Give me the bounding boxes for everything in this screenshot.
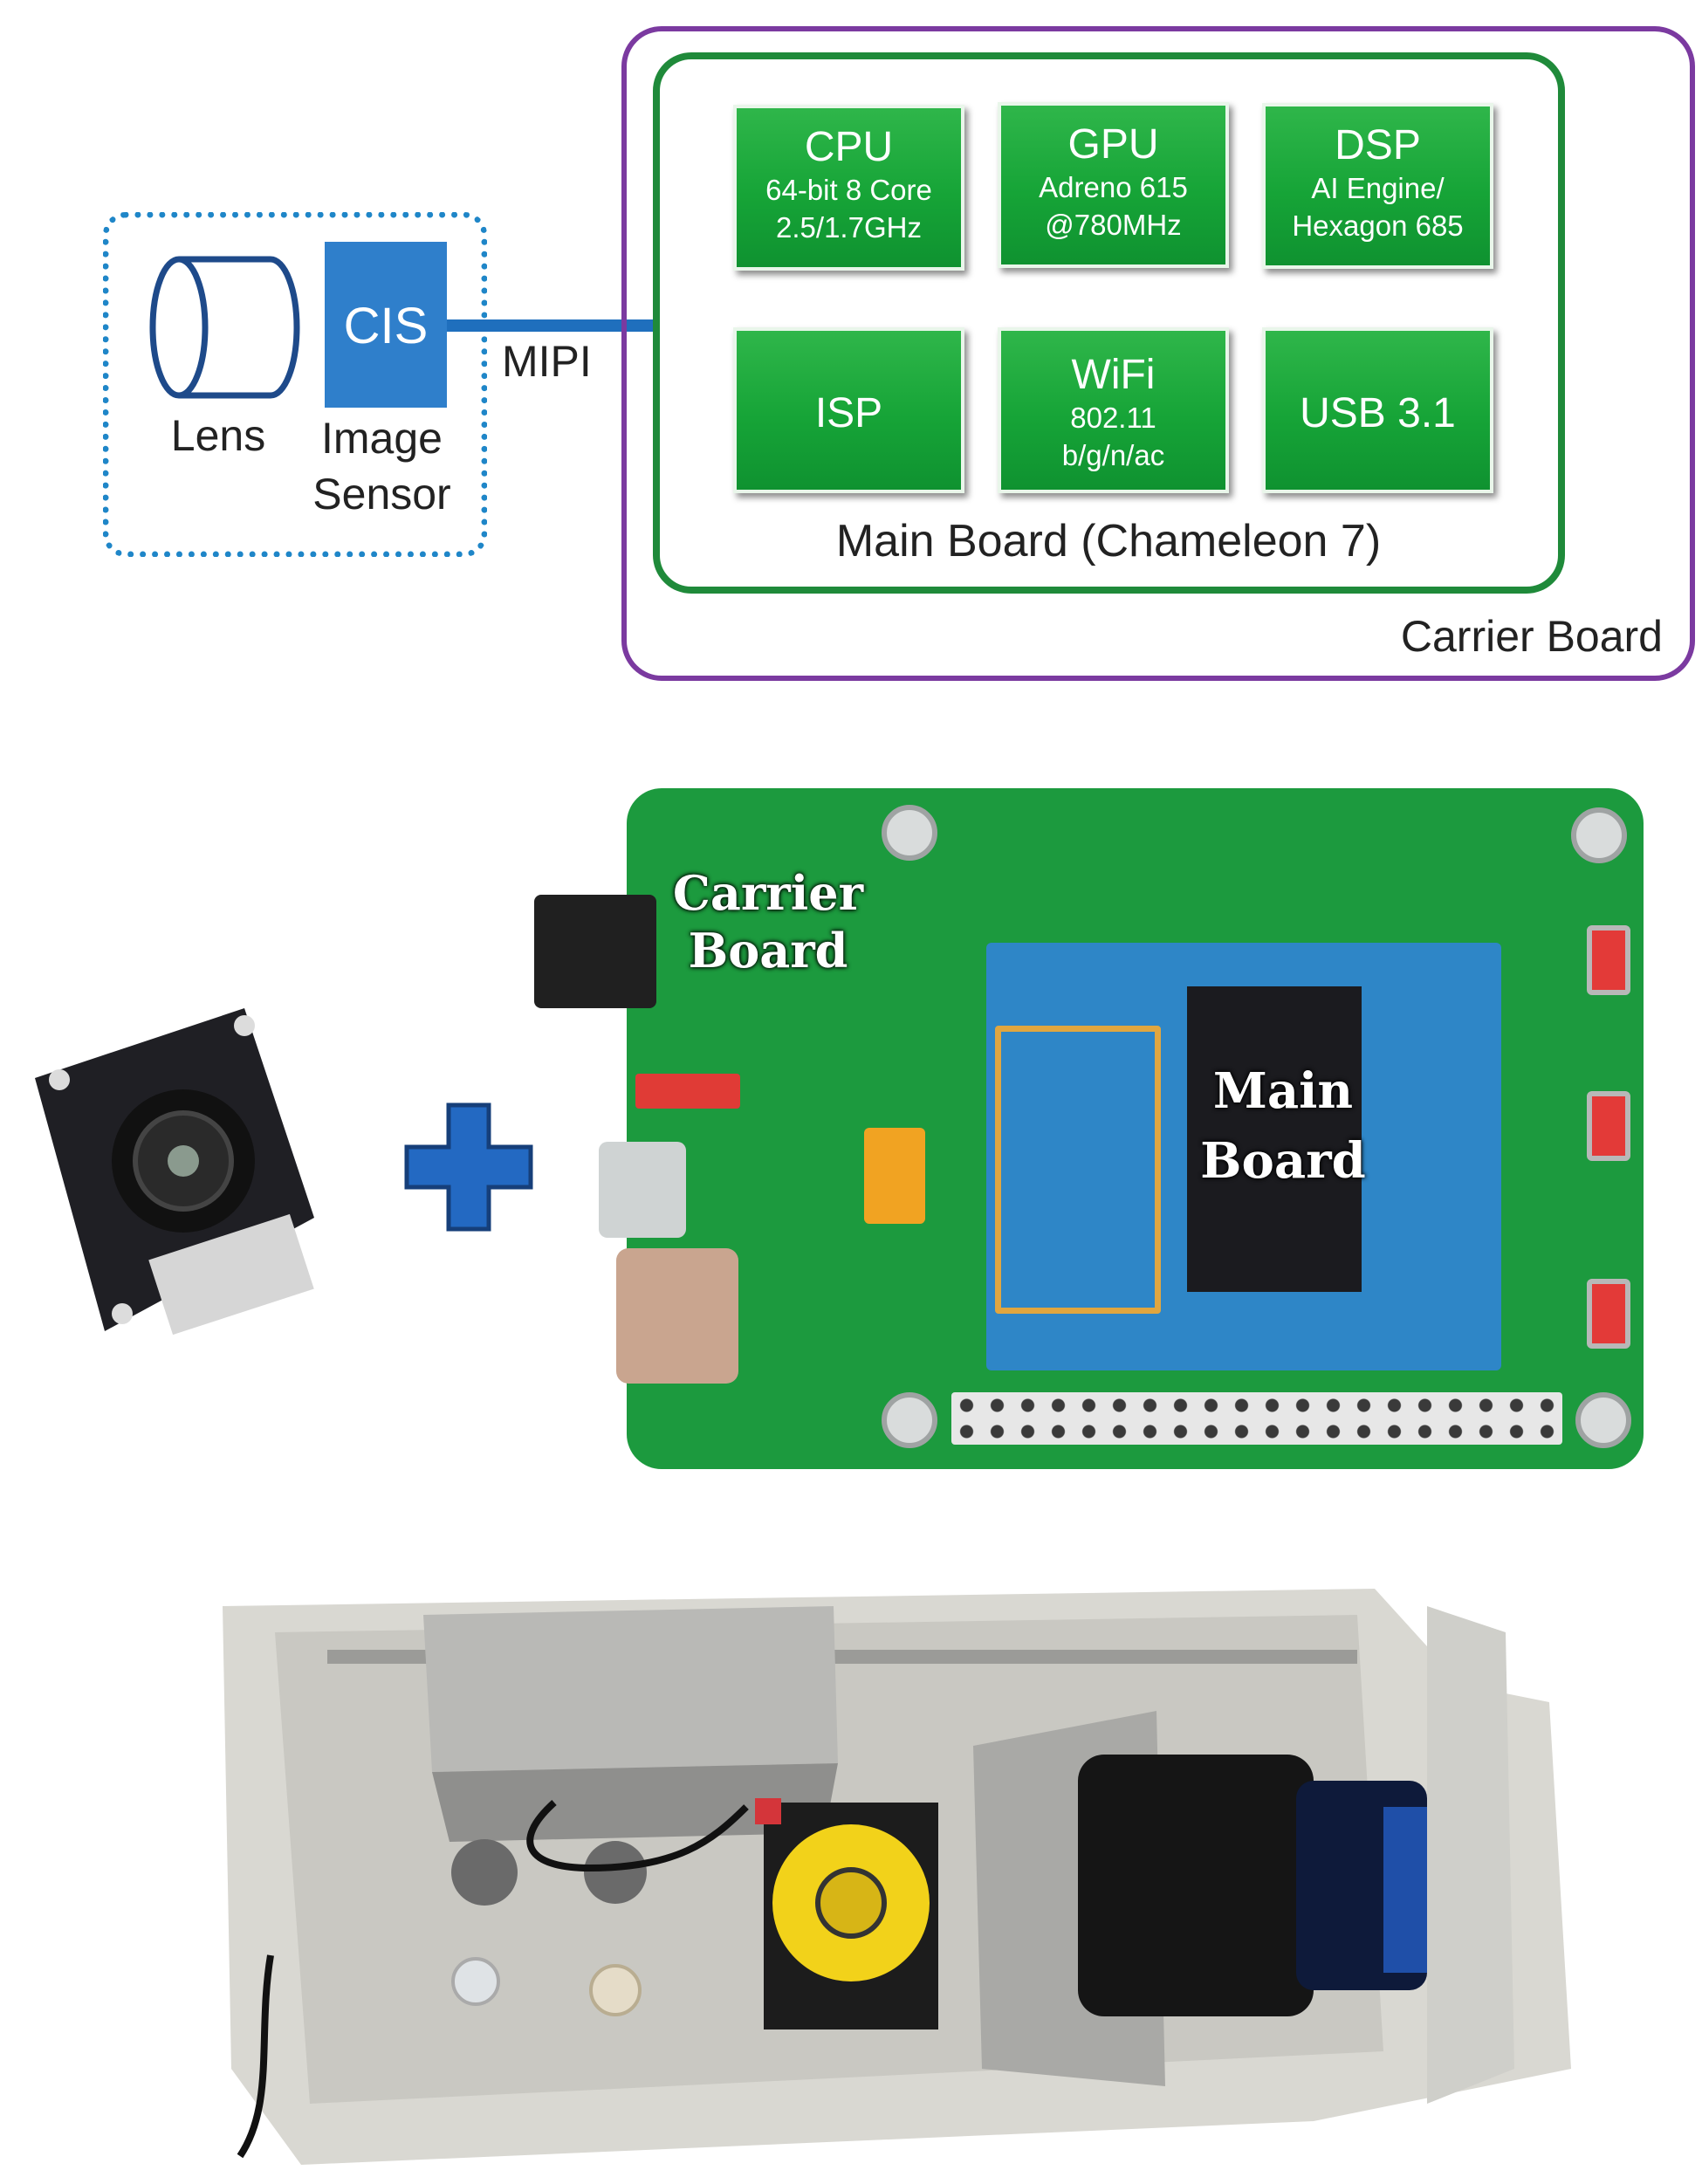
lens-icon [149,256,300,399]
camera-enclosure-photo [223,1589,1571,2165]
isp-block: ISP [733,327,964,493]
carrier-photo-label-line2: Board [688,923,848,979]
usb-name: USB 3.1 [1300,390,1456,436]
dc-power-jack [534,895,656,1008]
isp-name: ISP [814,390,883,436]
usb-block: USB 3.1 [1262,327,1493,493]
cis-label: CIS [343,298,429,354]
dsp-detail-2: Hexagon 685 [1292,209,1464,242]
wifi-name: WiFi [1071,352,1156,398]
main-board-outline [653,52,1565,594]
gpu-detail-2: @780MHz [1045,209,1182,241]
micro-usb-port [599,1142,686,1238]
mipi-connection-line [447,319,653,332]
main-photo-label-line2: Board [1200,1132,1366,1190]
carrier-board-photo-label: Carrier Board [663,864,873,979]
soc-chip [1187,986,1362,1292]
cpu-detail-2: 2.5/1.7GHz [776,211,922,244]
dsp-block: DSP AI Engine/ Hexagon 685 [1262,103,1493,269]
main-photo-label-line1: Main [1212,1062,1354,1120]
cis-block [325,242,447,408]
dsp-detail-1: AI Engine/ [1311,172,1445,204]
lens-label: Lens [170,411,266,460]
capacitor [864,1128,925,1224]
mounting-hole [1575,1392,1631,1448]
mounting-hole [1571,807,1627,863]
carrier-photo-label-line1: Carrier [672,865,864,921]
gpu-block: GPU Adreno 615 @780MHz [998,102,1229,268]
push-button [1587,1091,1630,1161]
power-switch [635,1074,740,1109]
wifi-detail-2: b/g/n/ac [1061,439,1165,471]
mounting-hole [882,1392,937,1448]
main-board-label: Main Board (Chameleon 7) [835,516,1382,567]
image-sensor-label-line2: Sensor [312,470,451,519]
mipi-label: MIPI [502,337,592,386]
usb-c-port [616,1248,738,1384]
wifi-antenna-trace [995,1026,1161,1314]
cpu-block: CPU 64-bit 8 Core 2.5/1.7GHz [733,105,964,271]
image-sensor-label-line1: Image [321,414,443,463]
carrier-board-label: Carrier Board [1400,612,1663,661]
main-board-photo-label: Main Board [1196,1056,1370,1196]
mounting-hole [882,805,937,861]
cpu-name: CPU [804,124,894,170]
camera-sensor-photo [35,1008,314,1336]
dsp-name: DSP [1335,122,1421,168]
carrier-board-outline [621,26,1695,681]
cpu-detail-1: 64-bit 8 Core [765,174,932,206]
gpio-header [951,1392,1562,1445]
wifi-block: WiFi 802.11 b/g/n/ac [998,327,1229,493]
gpu-name: GPU [1067,121,1159,168]
gpu-detail-1: Adreno 615 [1039,171,1188,203]
push-button [1587,925,1630,995]
push-button [1587,1279,1630,1349]
camera-module-outline [103,212,487,557]
wifi-detail-1: 802.11 [1070,402,1156,434]
plus-icon [404,1102,533,1232]
image-sensor-label: Image Sensor [288,410,476,522]
